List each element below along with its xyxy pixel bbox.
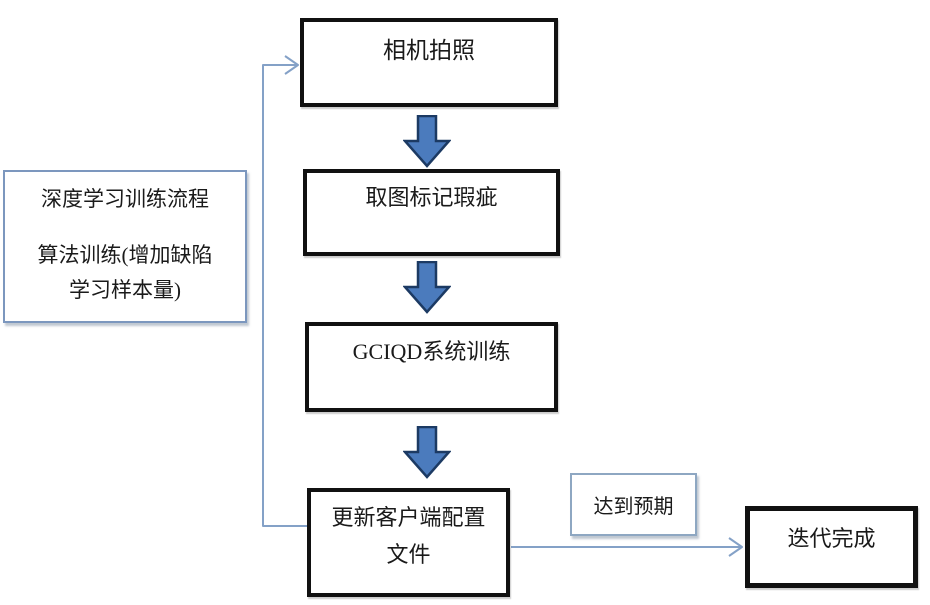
arrow-right-icon <box>284 55 299 75</box>
step-label: GCIQD系统训练 <box>352 339 511 364</box>
step-label: 取图标记瑕疵 <box>365 185 498 210</box>
feedback-connector <box>262 55 307 527</box>
block-arrow-down-icon <box>403 261 451 314</box>
arrow-right-icon <box>728 537 743 557</box>
condition-label-box: 达到预期 <box>570 473 697 536</box>
note-title: 深度学习训练流程 <box>41 187 209 211</box>
step-system-training: GCIQD系统训练 <box>305 322 558 412</box>
block-arrow-down-icon <box>403 115 451 168</box>
process-note-box: 深度学习训练流程 算法训练(增加缺陷学习样本量) <box>3 170 247 323</box>
step-label: 相机拍照 <box>383 38 475 63</box>
condition-label: 达到预期 <box>593 496 674 518</box>
end-iteration-complete: 迭代完成 <box>745 506 918 588</box>
block-arrow-down-icon <box>403 426 451 479</box>
step-camera-capture: 相机拍照 <box>300 18 558 107</box>
step-mark-defects: 取图标记瑕疵 <box>303 169 560 256</box>
result-connector <box>511 537 743 557</box>
step-label: 更新客户端配置文件 <box>331 505 486 567</box>
step-update-client-config: 更新客户端配置文件 <box>307 488 510 597</box>
step-label: 迭代完成 <box>787 526 876 551</box>
note-body: 算法训练(增加缺陷学习样本量) <box>37 243 213 302</box>
